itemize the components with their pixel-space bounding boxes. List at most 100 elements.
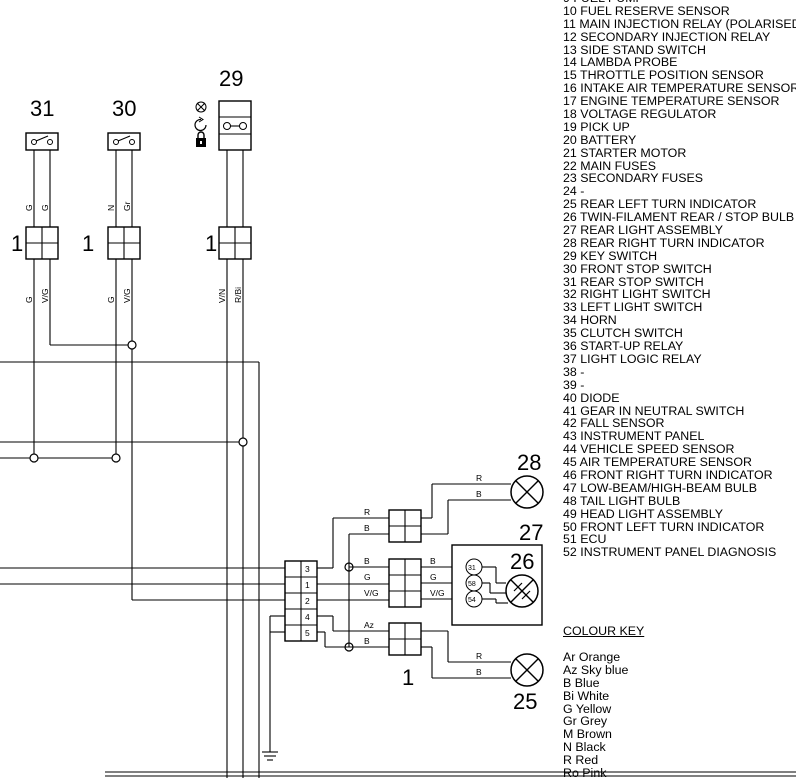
colour-code: R [563, 753, 572, 768]
pin-label: 4 [305, 612, 310, 622]
legend-item: 50 FRONT LEFT TURN INDICATOR [563, 519, 796, 534]
legend-item-name: TAIL LIGHT BULB [580, 493, 681, 508]
connector-label: 1 [11, 231, 23, 256]
legend-item: 32 RIGHT LIGHT SWITCH [563, 288, 796, 301]
colour-key-item: B Blue [563, 676, 628, 690]
legend-item: 37 LIGHT LOGIC RELAY [563, 352, 796, 366]
colour-name: Red [575, 753, 599, 768]
legend-item-number: 27 [563, 223, 577, 238]
legend-item-number: 38 [563, 364, 577, 379]
legend-item-name: FRONT STOP SWITCH [580, 261, 712, 276]
legend-item-number: 32 [563, 287, 577, 302]
colour-name: Black [575, 740, 606, 755]
legend-item-name: INSTRUMENT PANEL [580, 429, 705, 444]
legend-item: 13 SIDE STAND SWITCH [563, 43, 796, 57]
colour-code: Az [563, 662, 578, 677]
key-switch-29: 29 [218, 66, 252, 151]
twin-filament-bulb-26 [505, 574, 539, 608]
legend-item-number: 46 [563, 467, 577, 482]
wire-label: R [364, 507, 370, 517]
legend-item: 11 MAIN INJECTION RELAY (POLARISED) [563, 17, 796, 31]
legend-item: 29 KEY SWITCH [563, 248, 796, 263]
legend-item-number: 29 [563, 248, 577, 263]
main-connector-5-pin: 3 1 2 4 5 [284, 560, 318, 642]
legend-item-number: 15 [563, 68, 577, 83]
colour-name: Orange [578, 650, 621, 664]
colour-key-item: M Brown [563, 728, 628, 741]
legend-item: 21 STARTER MOTOR [563, 145, 796, 160]
wire-label: G [24, 296, 34, 303]
colour-key-item: Ro Pink [563, 767, 628, 780]
legend-item-number: 9 [563, 0, 570, 5]
wire-label: B [476, 489, 482, 499]
legend-item: 51 ECU [563, 533, 796, 546]
legend-item-name: THROTTLE POSITION SENSOR [580, 68, 764, 83]
legend-item-number: 45 [563, 455, 577, 470]
legend-item: 26 TWIN-FILAMENT REAR / STOP BULB [563, 211, 796, 224]
legend-item-name: SECONDARY FUSES [580, 171, 704, 186]
legend-item: 23 SECONDARY FUSES [563, 172, 796, 185]
pin-label: 3 [305, 564, 310, 574]
wire-label: V/G [430, 588, 445, 598]
legend-item: 17 ENGINE TEMPERATURE SENSOR [563, 95, 796, 108]
rear-light-assembly-27: 27 26 31 58 54 [451, 520, 543, 626]
legend-item: 44 VEHICLE SPEED SENSOR [563, 443, 796, 456]
wire-label: R [476, 473, 482, 483]
colour-code: M [563, 727, 574, 742]
ground-icon [262, 751, 278, 761]
legend-item: 14 LAMBDA PROBE [563, 56, 796, 69]
legend-item-name: PICK UP [580, 119, 630, 134]
wire-label: B [364, 556, 370, 566]
legend-item-number: 42 [563, 416, 577, 431]
wire-label: G [430, 572, 437, 582]
legend-item: 43 INSTRUMENT PANEL [563, 430, 796, 443]
legend-item-name: LEFT LIGHT SWITCH [580, 300, 703, 315]
legend-item-name: FALL SENSOR [580, 416, 665, 431]
legend-item-name: REAR LIGHT ASSEMBLY [580, 223, 724, 238]
legend-item: 30 FRONT STOP SWITCH [563, 261, 796, 276]
connector-rear-left-indicator: 1 [388, 622, 422, 690]
legend-item: 15 THROTTLE POSITION SENSOR [563, 69, 796, 82]
legend-item-name: KEY SWITCH [580, 248, 658, 263]
legend-item-name: SECONDARY INJECTION RELAY [580, 29, 771, 44]
legend-item-number: 31 [563, 274, 577, 289]
legend-item: 35 CLUTCH SWITCH [563, 327, 796, 340]
legend-item-name: ECU [580, 532, 607, 547]
ref-27: 27 [519, 520, 543, 545]
legend-item-name: TWIN-FILAMENT REAR / STOP BULB [580, 210, 795, 225]
legend-item: 33 LEFT LIGHT SWITCH [563, 301, 796, 314]
legend-item-number: 47 [563, 480, 577, 495]
legend-item-name: HEAD LIGHT ASSEMBLY [580, 506, 724, 521]
legend-item-number: 10 [563, 3, 577, 18]
legend-item-name: ENGINE TEMPERATURE SENSOR [580, 94, 780, 109]
legend-item: 49 HEAD LIGHT ASSEMBLY [563, 506, 796, 521]
legend-item-number: 40 [563, 390, 577, 405]
legend-item-name: AIR TEMPERATURE SENSOR [579, 455, 752, 470]
legend-item-name: STARTER MOTOR [580, 145, 687, 160]
legend-item-number: 35 [563, 326, 577, 341]
legend-item-name: BATTERY [580, 132, 637, 147]
legend-item-name: FRONT RIGHT TURN INDICATOR [580, 467, 773, 482]
connector-1-switch-31: 1 [11, 226, 59, 260]
wire-label: R/Bi [233, 287, 243, 303]
wire-label: G [24, 204, 34, 211]
colour-name: Grey [580, 714, 608, 729]
legend-item-name: FRONT LEFT TURN INDICATOR [580, 519, 765, 534]
legend-item-number: 18 [563, 107, 577, 122]
legend-item-name: INTAKE AIR TEMPERATURE SENSOR [580, 81, 796, 96]
legend-item-name: - [580, 377, 585, 392]
legend-item: 10 FUEL RESERVE SENSOR [563, 3, 796, 18]
connector-label: 1 [205, 231, 217, 256]
legend-item: 25 REAR LEFT TURN INDICATOR [563, 198, 796, 211]
legend-item: 52 INSTRUMENT PANEL DIAGNOSIS [563, 546, 796, 559]
connector-label: 1 [82, 231, 94, 256]
pin-label: 31 [468, 565, 476, 572]
legend-item-number: 52 [563, 545, 577, 560]
ref-31: 31 [30, 96, 54, 121]
ref-26: 26 [510, 549, 534, 574]
colour-key-item: N Black [563, 741, 628, 754]
legend-item-number: 36 [563, 339, 577, 354]
connector-1-key-switch: 1 [205, 226, 252, 260]
legend-item-name: REAR LEFT TURN INDICATOR [580, 197, 757, 212]
